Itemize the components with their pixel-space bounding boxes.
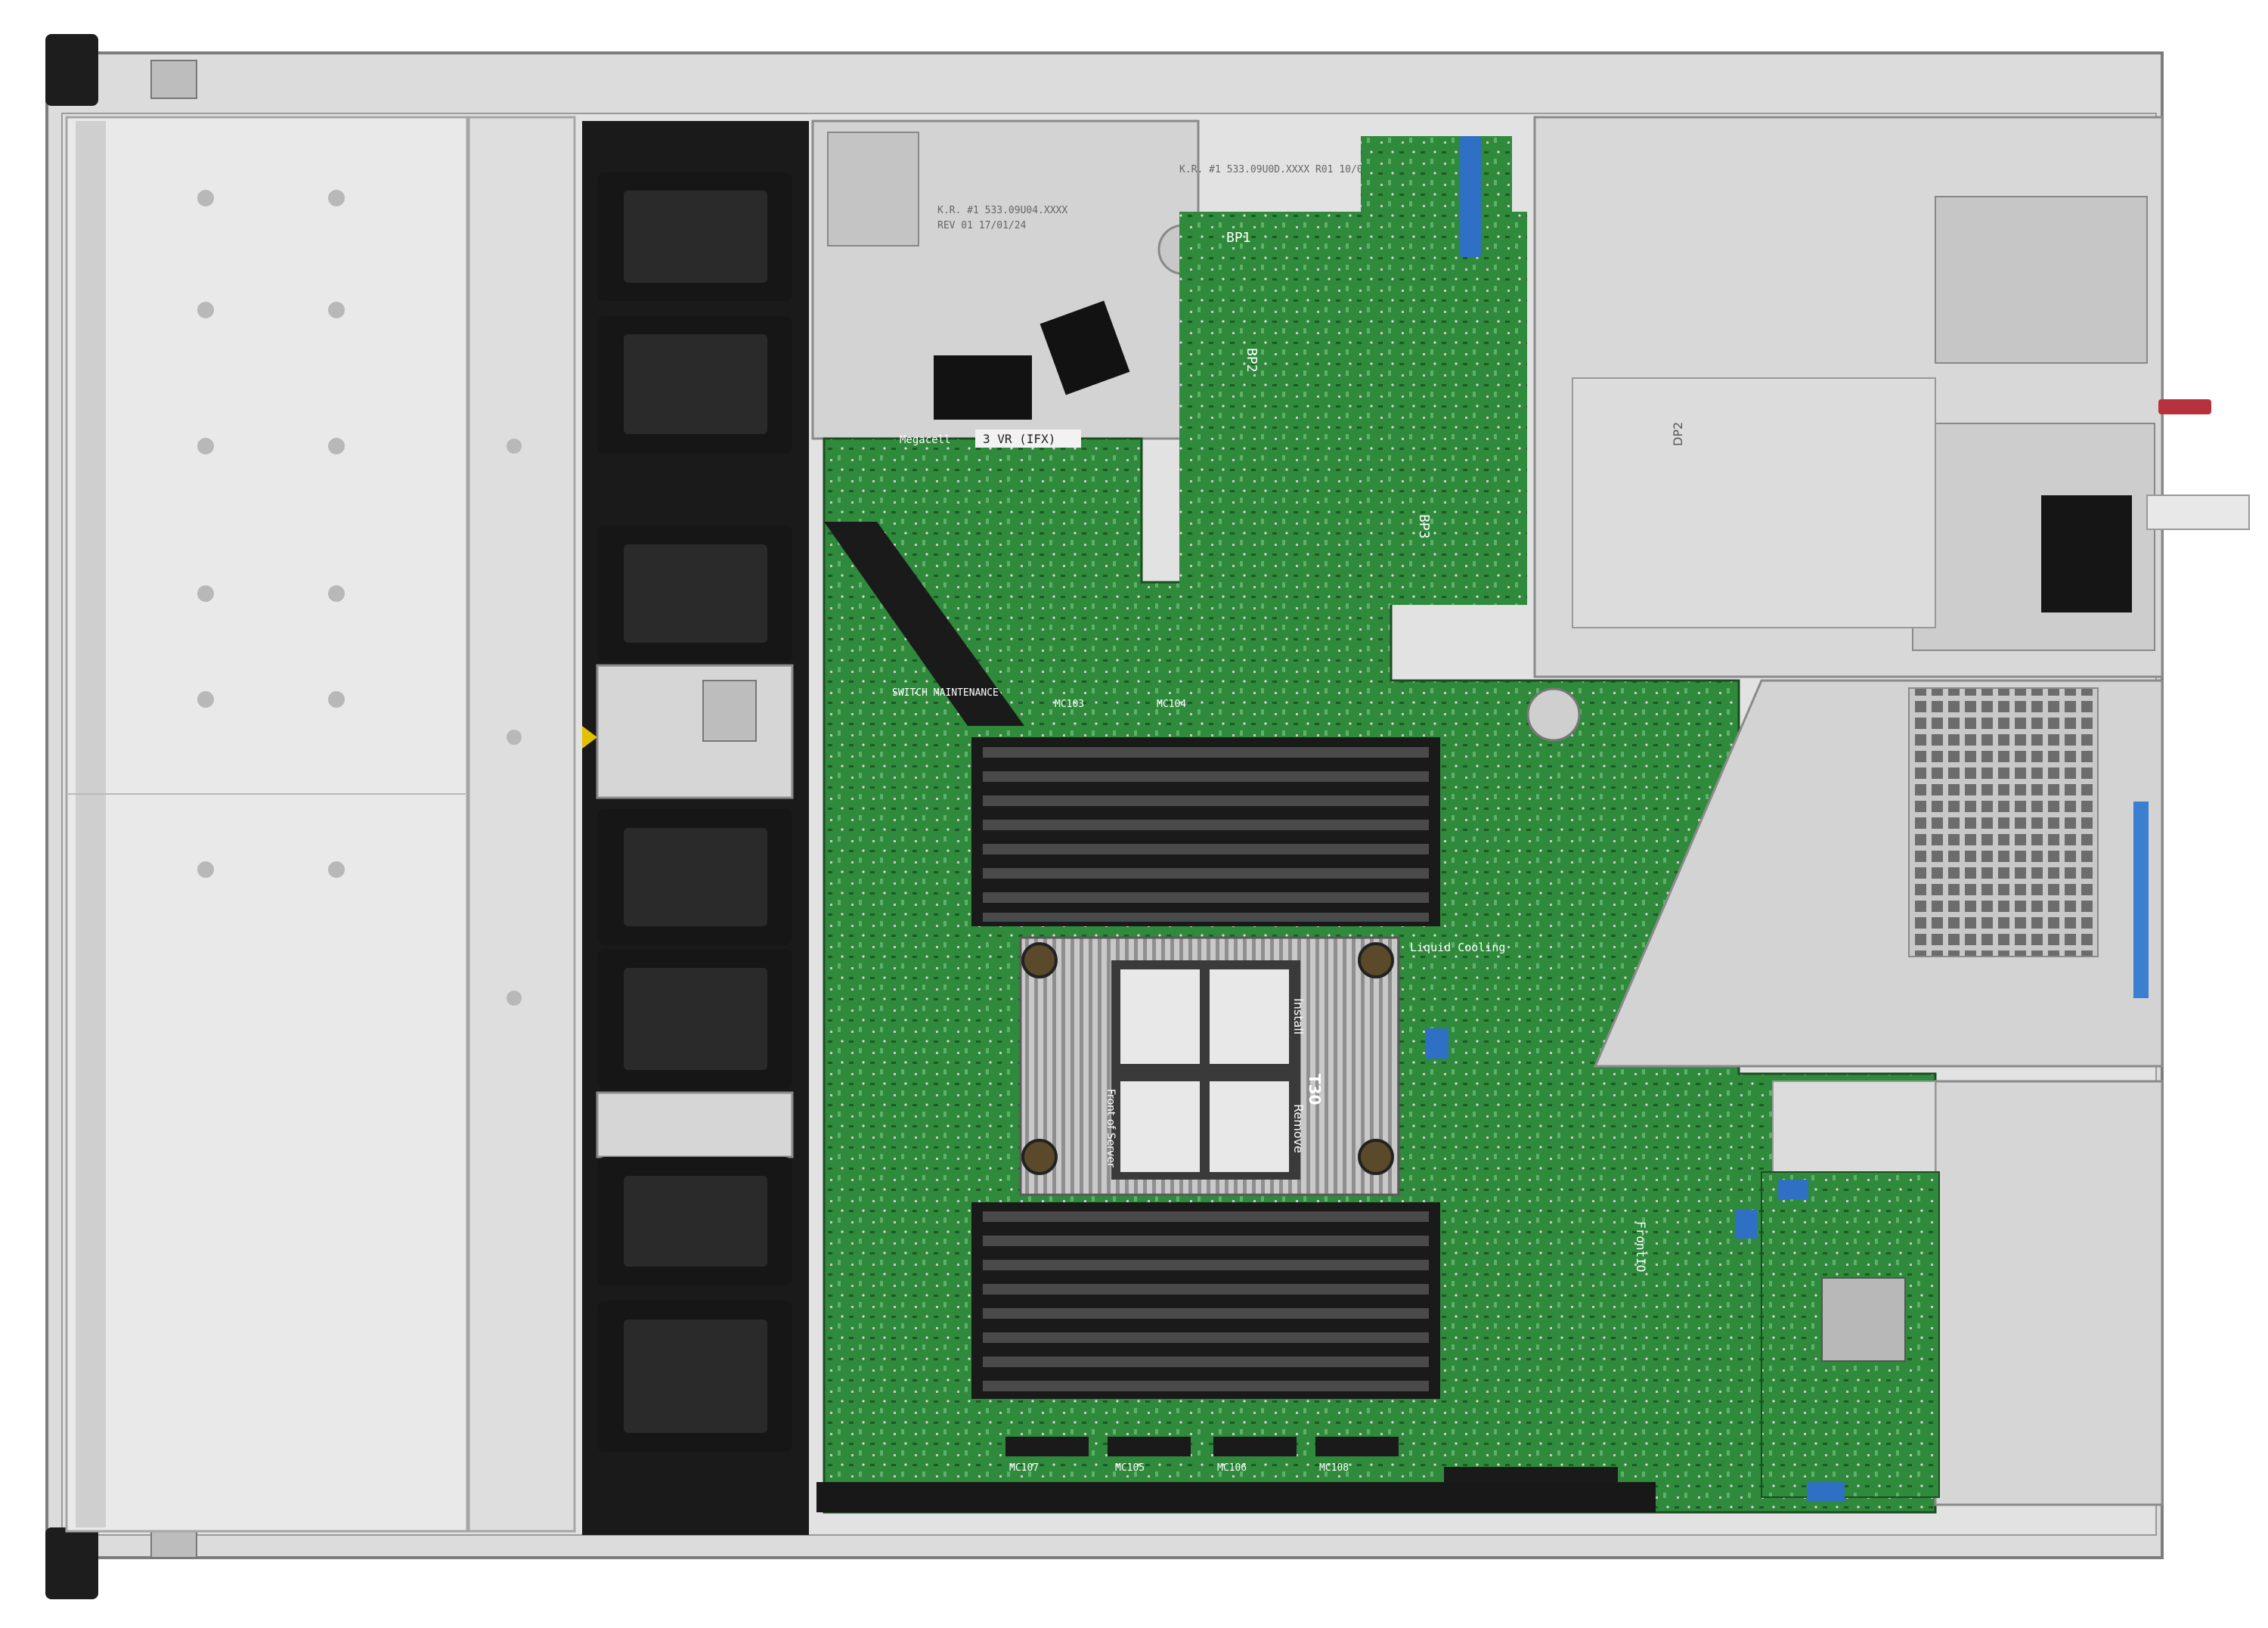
- cable-channel-bottom: [816, 1482, 1656, 1512]
- front-drive-cage: [65, 116, 576, 1533]
- mc-label-5: MC106: [1217, 1462, 1247, 1474]
- cpu-install-label: Install: [1291, 998, 1306, 1034]
- fan-5[interactable]: [597, 949, 792, 1089]
- fan-2[interactable]: [597, 316, 792, 454]
- fan-1[interactable]: [597, 172, 792, 301]
- fan-6[interactable]: [597, 1157, 792, 1285]
- frontio-label: FrontIO: [1634, 1221, 1648, 1272]
- cpu-heatsink: [1019, 936, 1400, 1196]
- power-bracket: [811, 119, 1209, 440]
- bp1-label: BP1: [1226, 230, 1251, 246]
- dimm-bank-upper: [971, 737, 1440, 926]
- mc-label-1: MC104: [1157, 699, 1186, 710]
- blue-latch-card-2[interactable]: [1735, 1210, 1758, 1239]
- dp2-label: DP2: [1671, 422, 1685, 446]
- fan-3[interactable]: [597, 526, 792, 662]
- switch-maintenance-label: SWITCH MAINTENANCE: [892, 687, 999, 699]
- rack-ear-top: [45, 34, 197, 106]
- cpu-label: T30: [1306, 1074, 1324, 1105]
- blue-latch-card-3[interactable]: [1807, 1482, 1845, 1502]
- kr-label-top-rev: REV 01 17/01/24: [937, 220, 1027, 231]
- bp2-label: BP2: [1244, 348, 1259, 373]
- blue-latch-middle[interactable]: [1426, 1028, 1448, 1059]
- cpu-remove-label: Remove: [1291, 1104, 1306, 1153]
- ocp-slot-cage: [1772, 1080, 2164, 1506]
- blue-latch-card[interactable]: [1778, 1180, 1808, 1199]
- megacell-label: Megacell: [900, 434, 950, 446]
- psu-latch[interactable]: [2146, 495, 2250, 530]
- mc-label-2: MC103: [1055, 699, 1084, 710]
- dimm-bank-lower: [971, 1202, 1440, 1399]
- kr-label-top-2: K.R. #1 533.09U0D.XXXX R01 10/01/24: [1179, 164, 1387, 175]
- vr-label-plate: [975, 429, 1081, 448]
- vr-label: 3 VR (IFX): [983, 432, 1055, 446]
- mc-label-4: MC107: [1009, 1462, 1039, 1474]
- bp3-label: BP3: [1416, 514, 1432, 539]
- kr-label-top: K.R. #1 533.09U04.XXXX: [937, 205, 1067, 216]
- mc-label-3: MC105: [1115, 1462, 1145, 1474]
- fan-blank: [582, 664, 794, 799]
- fan-blank-2: [596, 1091, 794, 1158]
- riser-cage: [1593, 679, 2164, 1068]
- cmos-battery: [1526, 687, 1581, 742]
- front-of-server-label: Front of Server: [1105, 1089, 1117, 1168]
- psu-cage: [1533, 116, 2164, 678]
- raid-controller-card: [1761, 1171, 1940, 1498]
- mcio-connectors: [1005, 1437, 1618, 1482]
- psu-handle[interactable]: [2158, 399, 2211, 414]
- blue-latch-top[interactable]: [1459, 136, 1482, 257]
- air-baffle-edge: [824, 522, 1024, 726]
- fan-4[interactable]: [597, 809, 792, 945]
- liquid-cooling-label: Liquid Cooling: [1410, 941, 1505, 954]
- fan-7[interactable]: [597, 1301, 792, 1452]
- mc-label-6: MC108: [1319, 1462, 1349, 1474]
